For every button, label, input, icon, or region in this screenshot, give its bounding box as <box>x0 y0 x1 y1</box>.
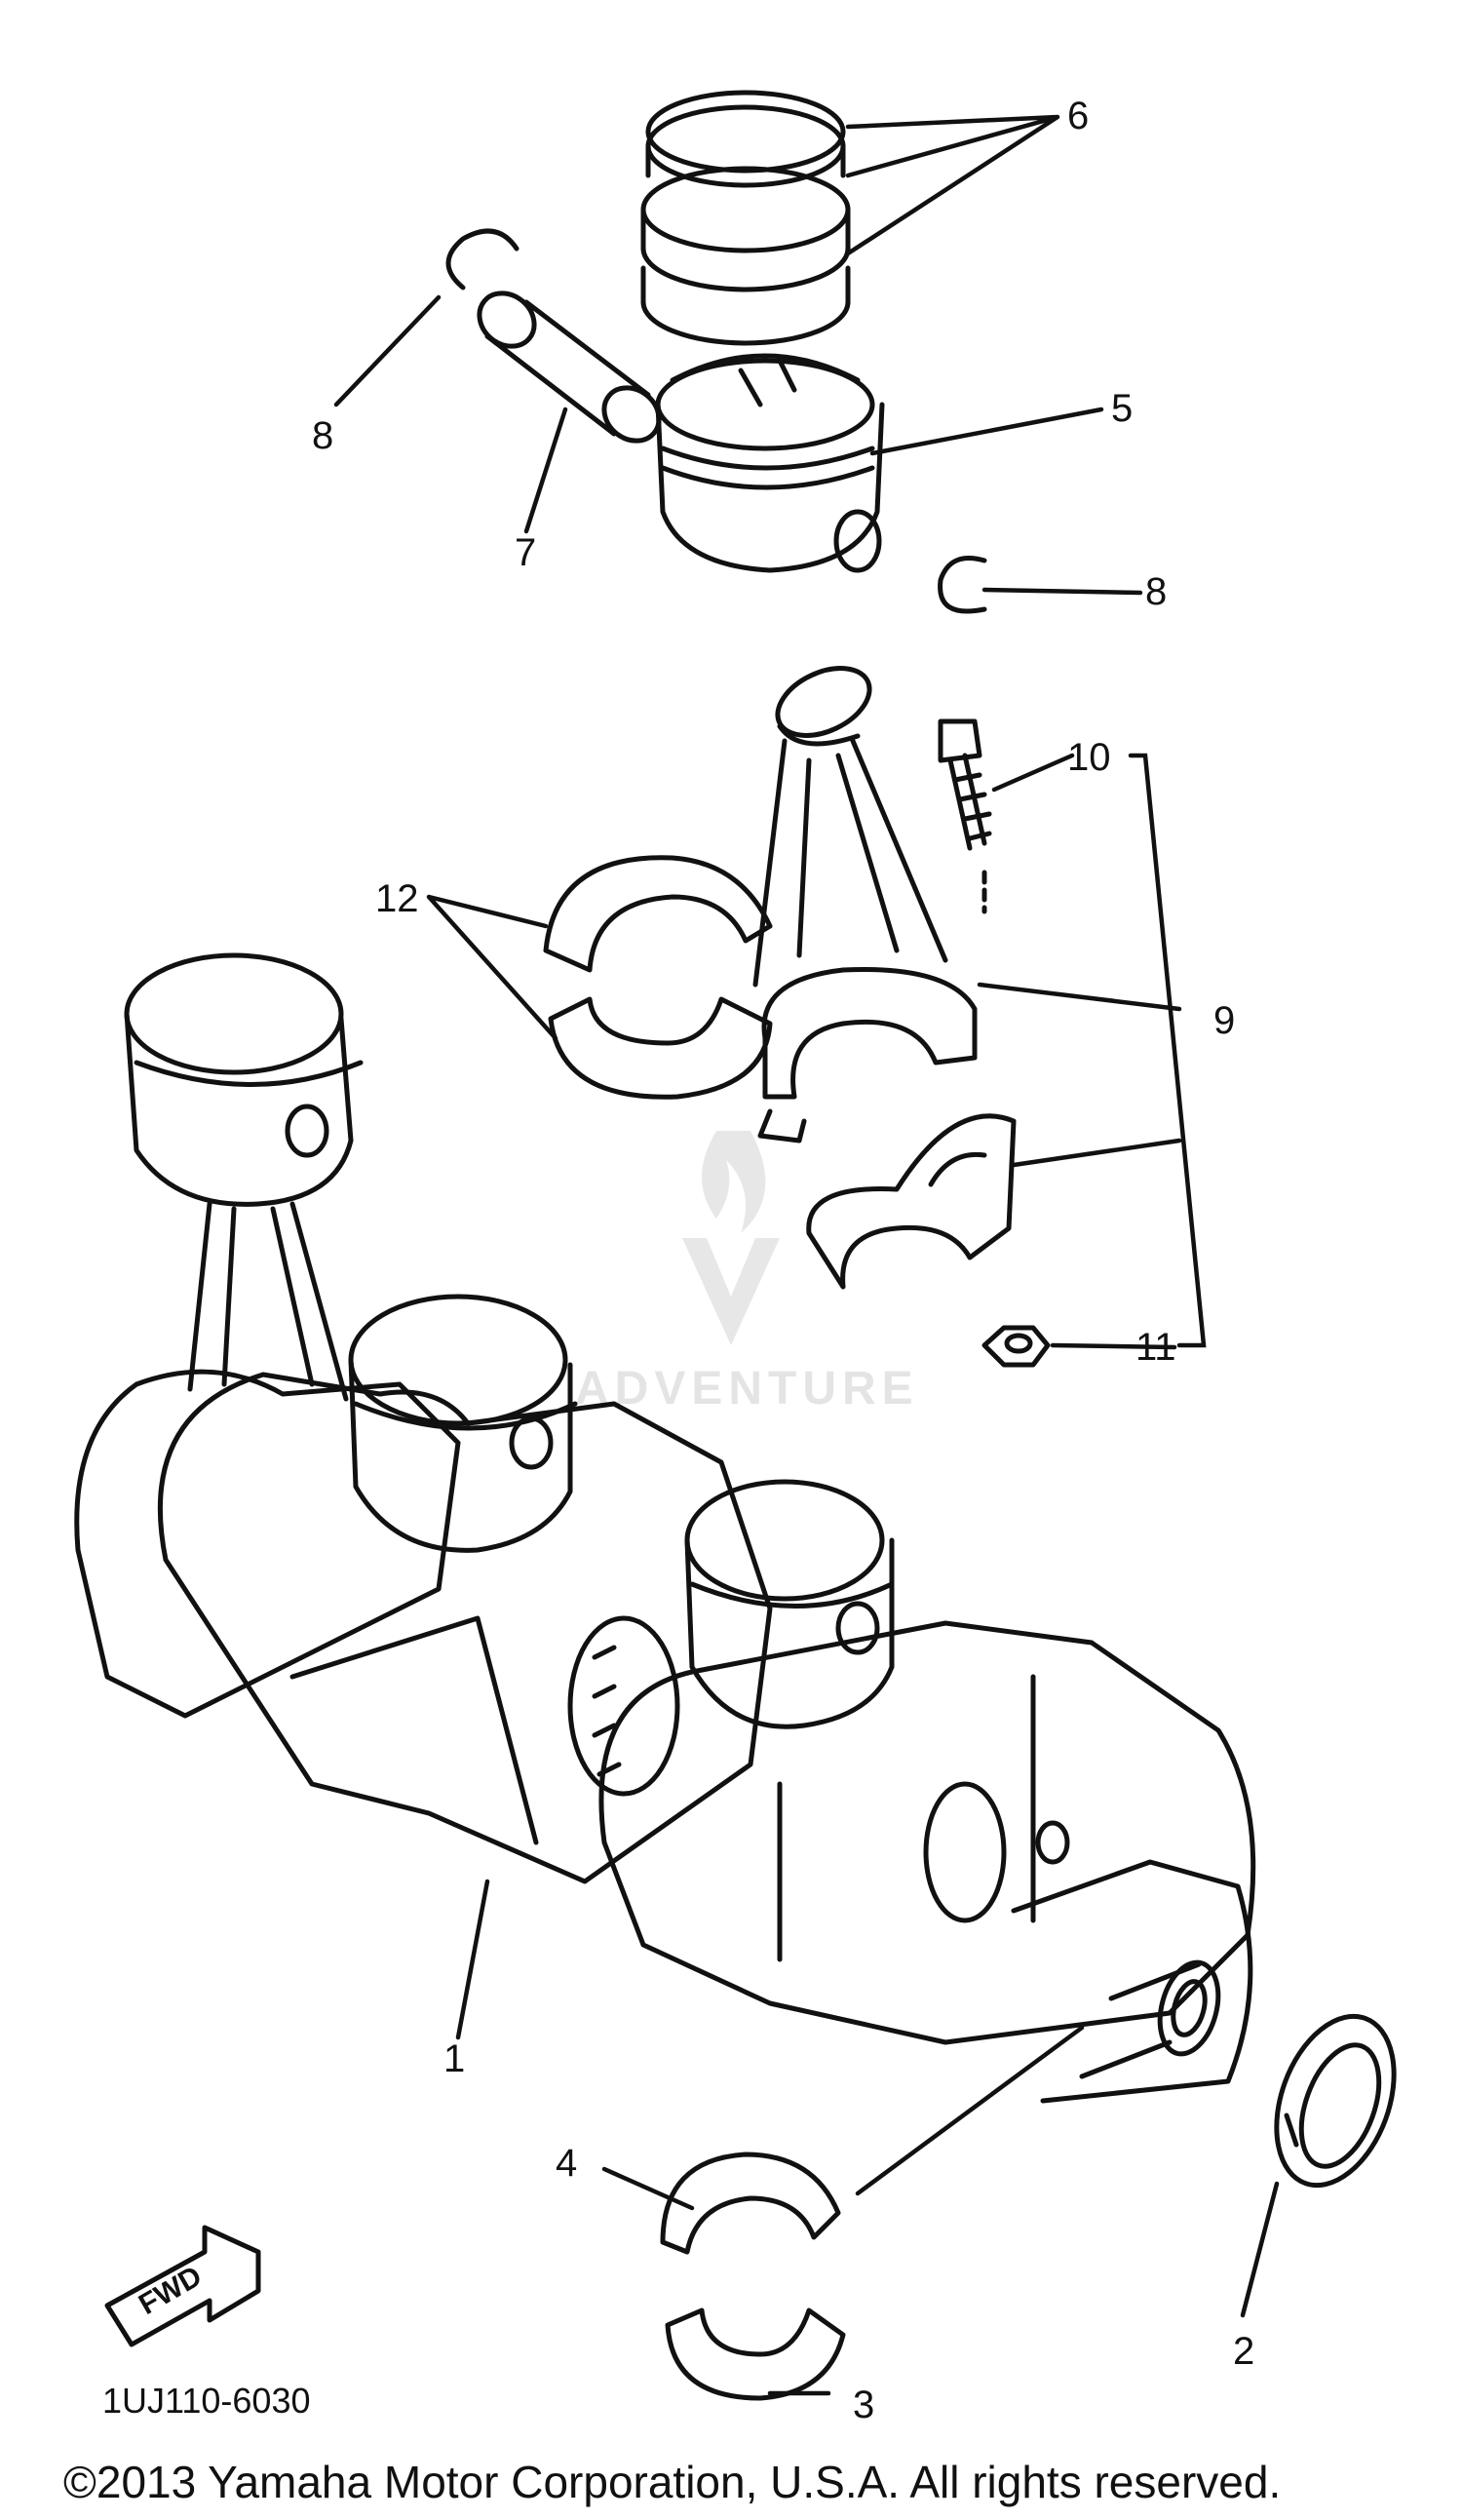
leader-lines <box>333 114 1280 2396</box>
oil-seal-part <box>1274 2013 1397 2189</box>
main-bearing-upper-part <box>660 2152 841 2255</box>
crankshaft-assembly-part <box>74 952 1256 2104</box>
callout-3: 3 <box>853 2384 874 2426</box>
piston-part <box>655 353 885 573</box>
connecting-rod-part <box>752 666 978 1144</box>
piston-pin-part <box>477 291 662 444</box>
callout-5: 5 <box>1111 387 1133 430</box>
callout-6: 6 <box>1067 95 1089 137</box>
callout-2: 2 <box>1233 2330 1254 2373</box>
callout-12: 12 <box>375 877 419 920</box>
callout-9: 9 <box>1213 999 1235 1042</box>
callout-8-left: 8 <box>312 414 333 457</box>
callout-8-right: 8 <box>1145 570 1167 613</box>
rod-cap-part <box>806 1113 1017 1290</box>
forward-direction-arrow: FWD <box>104 2225 261 2347</box>
callout-4: 4 <box>556 2142 577 2185</box>
rod-bolt-part <box>938 718 992 914</box>
callout-7: 7 <box>515 531 536 574</box>
callout-11: 11 <box>1135 1326 1176 1369</box>
callout-1: 1 <box>443 2037 465 2080</box>
diagram-code: 1UJ110-6030 <box>102 2381 311 2421</box>
copyright-notice: ©2013 Yamaha Motor Corporation, U.S.A. A… <box>63 2457 1281 2507</box>
circlip-part-lower <box>938 556 987 614</box>
watermark-logo: ADVENTURE <box>575 1131 919 1415</box>
rod-nut-part <box>981 1325 1051 1368</box>
rod-bearing-part <box>543 855 773 1100</box>
watermark-text: ADVENTURE <box>575 1363 919 1415</box>
callout-10: 10 <box>1067 736 1111 779</box>
main-bearing-lower-part <box>665 2307 846 2401</box>
callout-numbers: 1 2 3 4 5 6 7 8 8 9 10 11 12 <box>312 95 1254 2426</box>
circlip-part-upper <box>445 228 519 291</box>
piston-rings-part <box>640 90 851 346</box>
